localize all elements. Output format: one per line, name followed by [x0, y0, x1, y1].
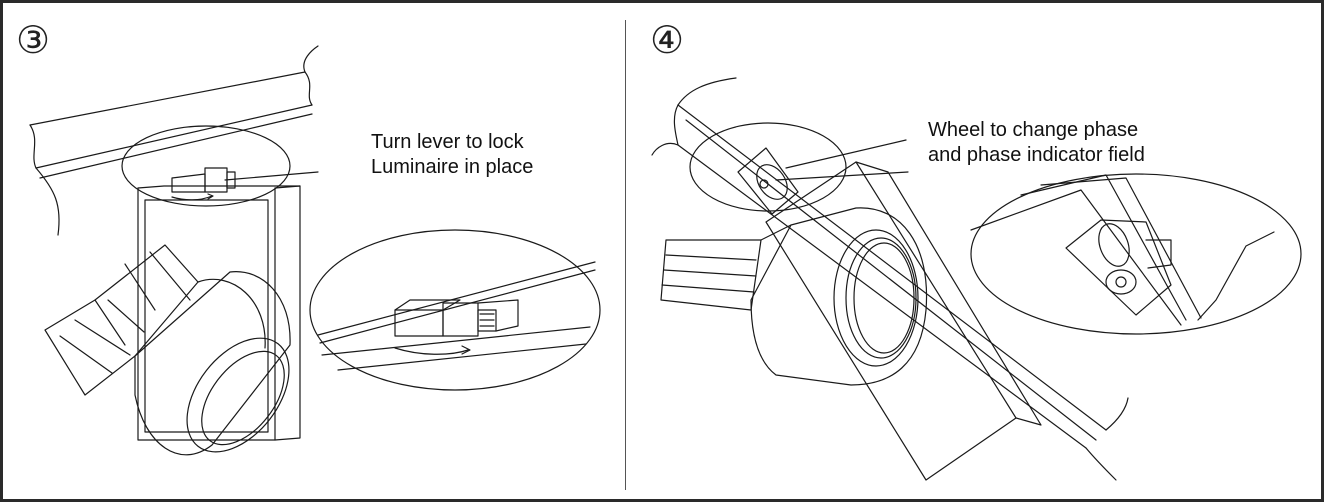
zoomed-lever-inset: [310, 230, 600, 390]
track-rail: [652, 78, 1128, 480]
step-3-panel: ③: [0, 0, 625, 502]
luminaire-head: [45, 245, 310, 471]
callout-line-2: Luminaire in place: [371, 156, 534, 178]
adapter-phase-wheel: [738, 140, 908, 214]
phase-wheel-illustration: [626, 0, 1324, 502]
detail-highlight-ellipse: [122, 126, 290, 206]
adapter-lever: [172, 168, 318, 200]
phase-indicator: [760, 180, 768, 188]
lock-lever-callout: Turn lever to lock Luminaire in place: [371, 130, 533, 180]
callout-line-2: and phase indicator field: [928, 144, 1145, 166]
track-rail: [30, 46, 318, 235]
callout-line-1: Turn lever to lock: [371, 131, 524, 153]
luminaire-body: [138, 186, 300, 440]
step-4-panel: ④: [626, 0, 1324, 502]
phase-wheel-callout: Wheel to change phase and phase indicato…: [928, 118, 1145, 168]
callout-line-1: Wheel to change phase: [928, 119, 1139, 141]
panel-divider: [625, 20, 626, 490]
detail-highlight-ellipse: [690, 123, 846, 211]
luminaire-head: [661, 208, 927, 385]
step-number: ③: [16, 18, 51, 62]
luminaire-body: [766, 162, 1041, 480]
luminaire-lock-illustration: [0, 0, 625, 502]
step-number: ④: [650, 18, 685, 62]
zoomed-phase-inset: [971, 174, 1301, 334]
